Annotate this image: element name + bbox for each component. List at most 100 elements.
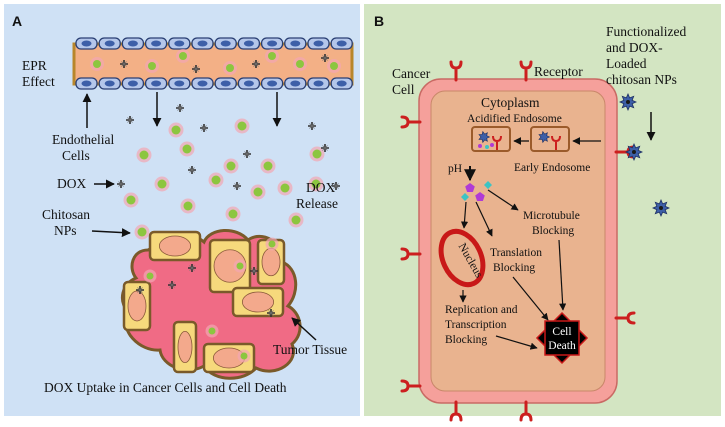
- chitosan-nanoparticle: [123, 192, 139, 208]
- drug-chitosan-fragment: [484, 181, 492, 189]
- dox-molecule: [192, 65, 200, 73]
- chitosan-nanoparticle: [168, 122, 184, 138]
- receptor: [519, 60, 533, 82]
- microtubule-label-line2: Blocking: [532, 225, 574, 237]
- endothelial-nucleus: [290, 80, 301, 87]
- receptor: [400, 379, 422, 393]
- dox-cross-diag: [253, 61, 259, 67]
- chitosan-nanoparticle: [136, 147, 152, 163]
- np-core: [139, 150, 149, 160]
- dox-molecule: [243, 150, 251, 158]
- arrow-translation-death: [512, 276, 549, 321]
- dox-molecule: [176, 104, 184, 112]
- dox-molecule: [126, 116, 134, 124]
- np-star-core: [632, 150, 636, 154]
- np-core: [253, 187, 263, 197]
- dox-cross-diag: [193, 66, 199, 72]
- tumor-cell-nucleus: [261, 247, 281, 277]
- panel-b-letter: B: [374, 13, 384, 29]
- dox-molecule: [252, 60, 260, 68]
- endothelial-nucleus: [104, 40, 115, 47]
- chitosan-nanoparticle: [265, 237, 279, 251]
- np-core: [148, 62, 156, 70]
- receptor: [449, 400, 463, 422]
- np-core: [236, 262, 244, 270]
- receptor: [400, 247, 422, 261]
- dox-release-line1: DOX: [306, 180, 335, 195]
- cell-death-square: [544, 320, 580, 356]
- chitosan-nanoparticle: [154, 176, 170, 192]
- chitosan-nanoparticle: [223, 61, 237, 75]
- chitosan-nanoparticle: [260, 158, 276, 174]
- cell-death-marker: Cell Death: [535, 311, 589, 365]
- receptor-label: Receptor: [534, 64, 583, 79]
- tumor-cells: [122, 230, 286, 374]
- np-core: [311, 179, 321, 189]
- epr-label-line1: EPR: [22, 58, 47, 73]
- chitosan-nanoparticle: [90, 57, 104, 71]
- chitosan-nanoparticle: [145, 59, 159, 73]
- replication-label-line2: Transcription: [445, 319, 507, 331]
- chitosan-nanoparticle: [179, 141, 195, 157]
- chitosan-nanoparticle: [277, 180, 293, 196]
- receptor-shape: [449, 400, 463, 422]
- dox-cross-diag: [201, 125, 207, 131]
- dox-cross-diag: [251, 268, 257, 274]
- np-star-core: [659, 206, 663, 210]
- functionalized-np: [624, 142, 644, 162]
- np-core: [126, 195, 136, 205]
- tumor-cell: [231, 286, 285, 318]
- translation-label-line2: Blocking: [493, 262, 535, 274]
- released-drug: [460, 181, 492, 261]
- np-core: [226, 161, 236, 171]
- dox-cross-diag: [234, 183, 240, 189]
- chitosan-nanoparticle: [180, 198, 196, 214]
- np-core: [312, 149, 322, 159]
- dox-cross-diag: [169, 282, 175, 288]
- endothelial-nucleus: [243, 40, 254, 47]
- arrow-to-translation: [475, 201, 493, 237]
- dox-cross-diag: [333, 183, 339, 189]
- np-core: [226, 64, 234, 72]
- dox-molecule: [321, 144, 329, 152]
- vessel-nanoparticles: [90, 49, 341, 75]
- endothelial-nucleus: [267, 40, 278, 47]
- dox-molecule: [321, 54, 329, 62]
- np-core: [208, 327, 216, 335]
- drug-chitosan-fragment: [461, 193, 469, 201]
- dox-cross-diag: [268, 310, 274, 316]
- endosome-contents: [478, 130, 561, 150]
- np-label-line2: and DOX-: [606, 40, 663, 55]
- np-core: [182, 144, 192, 154]
- np-core: [228, 209, 238, 219]
- tumor-tissue-label: Tumor Tissue: [273, 342, 347, 357]
- endothelial-nucleus: [197, 80, 208, 87]
- np-core: [280, 183, 290, 193]
- dox-cross-diag: [121, 61, 127, 67]
- dox-molecule: [332, 182, 340, 190]
- endothelial-nucleus: [243, 80, 254, 87]
- dox-molecule: [308, 122, 316, 130]
- replication-label-line3: Blocking: [445, 334, 487, 346]
- receptor-shape: [519, 60, 533, 82]
- cell-death-label-line1: Cell: [552, 326, 571, 338]
- chitosan-nanoparticle: [225, 206, 241, 222]
- endosome-drug: [478, 144, 482, 148]
- panel-b: B Cancer Cell Receptor Functionalized an…: [364, 4, 721, 422]
- dox-cross-diag: [322, 55, 328, 61]
- functionalized-np: [618, 92, 638, 112]
- arrow-to-nucleus: [460, 201, 469, 229]
- endothelial-nucleus: [220, 80, 231, 87]
- tumor-tissue: [120, 229, 302, 380]
- chitosan-nanoparticle: [308, 176, 324, 192]
- dox-cross-diag: [322, 145, 328, 151]
- endosome-np: [478, 130, 491, 144]
- dox-release-line2: Release: [296, 196, 338, 211]
- np-core: [263, 161, 273, 171]
- chitosan-nanoparticle: [208, 172, 224, 188]
- dox-molecule: [200, 124, 208, 132]
- endothelial-nucleus: [174, 80, 185, 87]
- chitosan-nanoparticle: [309, 146, 325, 162]
- endosome-np: [538, 130, 551, 144]
- np-core: [146, 272, 154, 280]
